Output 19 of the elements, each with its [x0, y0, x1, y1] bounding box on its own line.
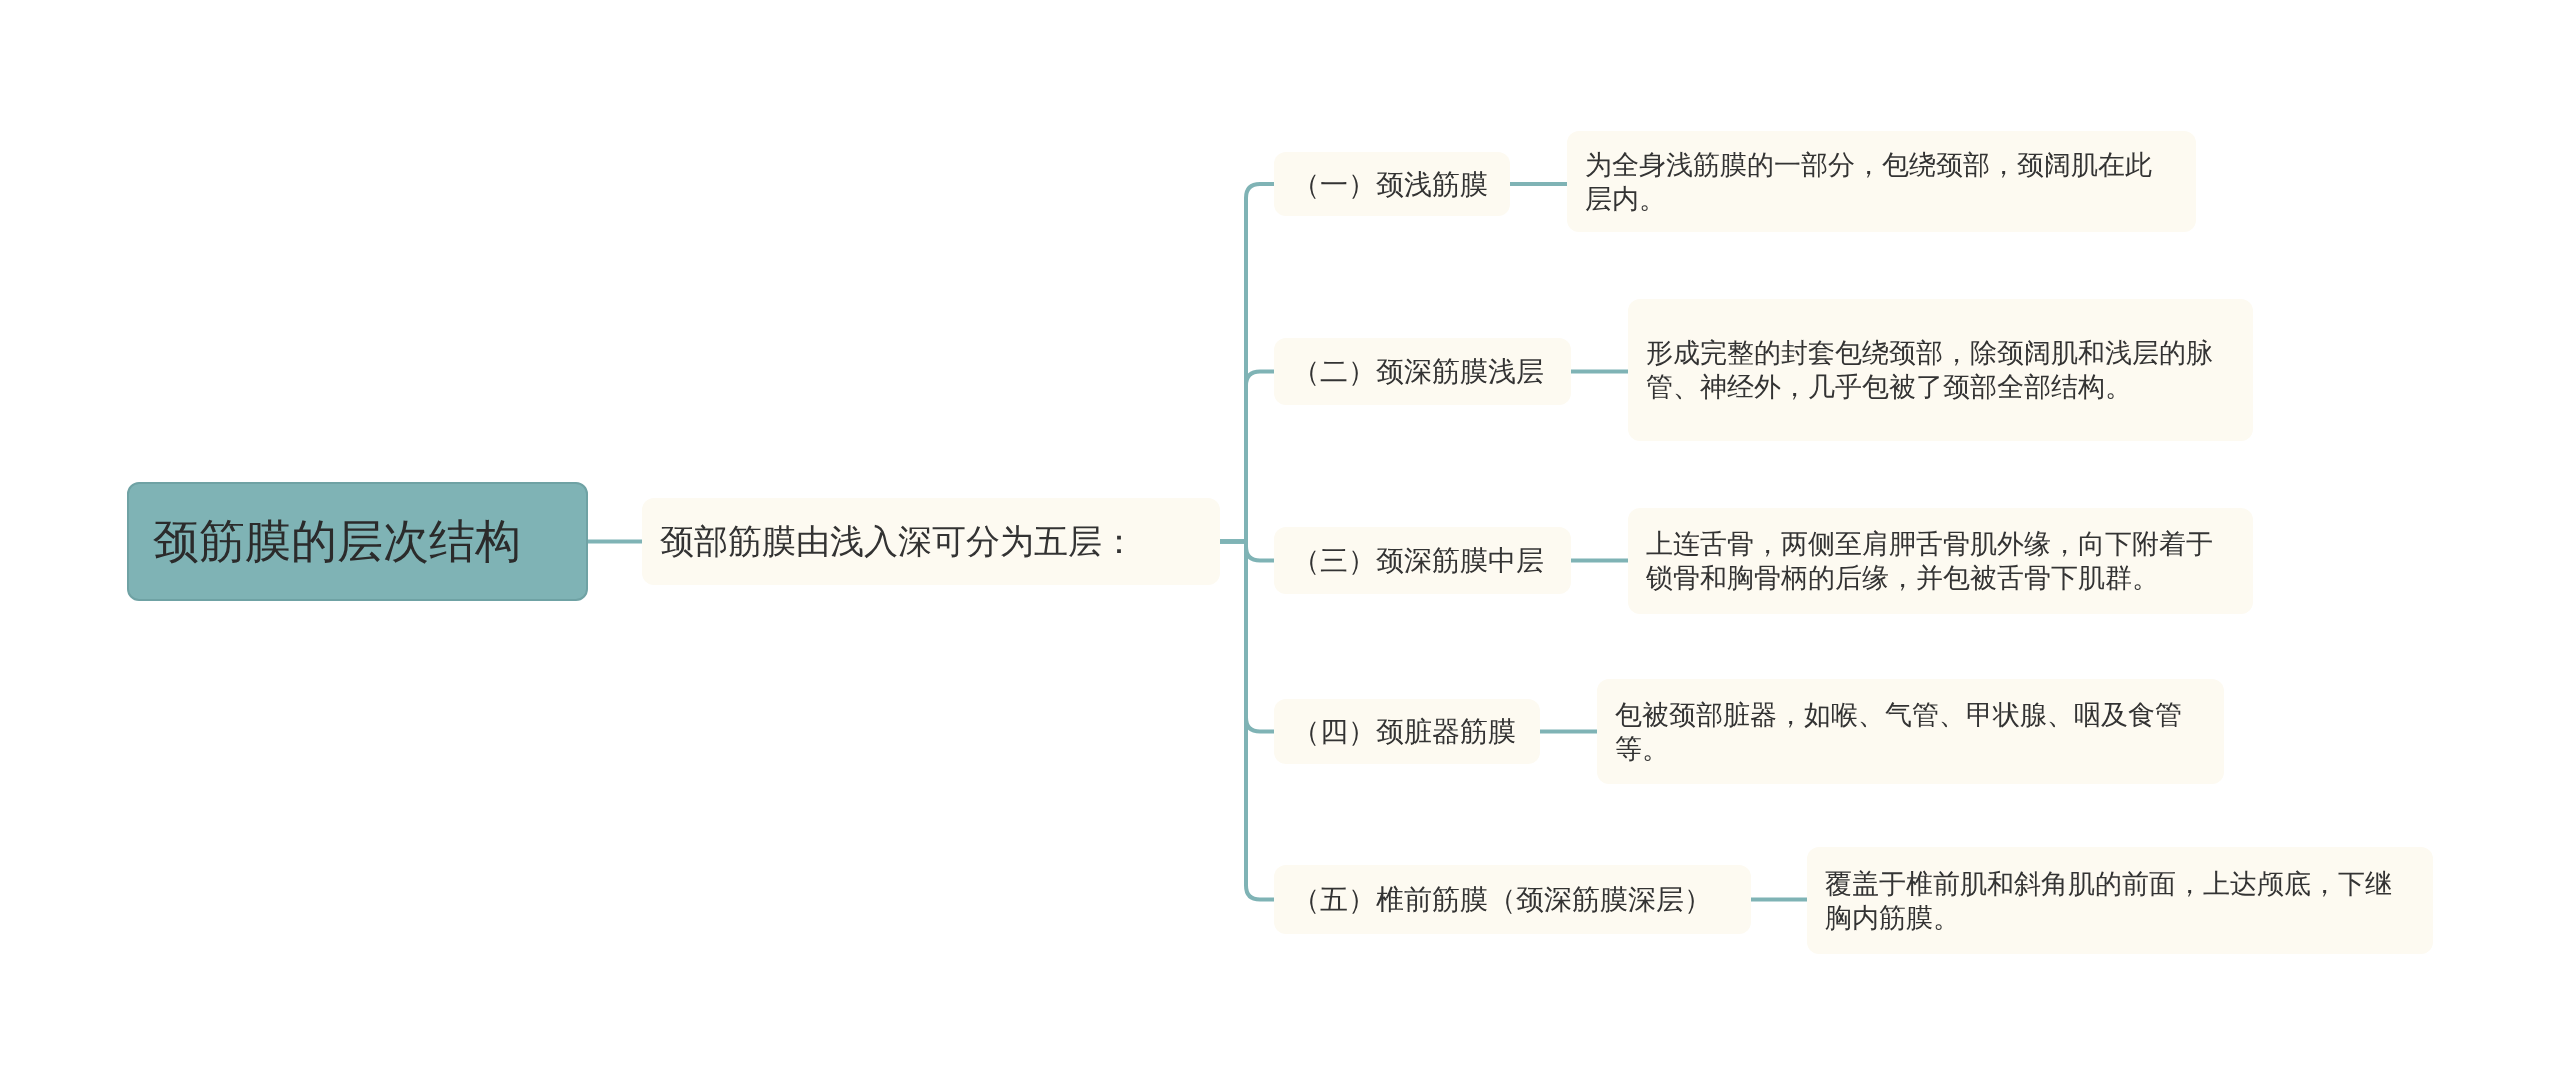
- branch-box: （四）颈脏器筋膜: [1274, 699, 1540, 764]
- description-box: 为全身浅筋膜的一部分，包绕颈部，颈阔肌在此层内。: [1567, 131, 2196, 232]
- branch-box: （一）颈浅筋膜: [1274, 152, 1510, 216]
- connector-line: [1571, 558, 1628, 563]
- root-topic-box: 颈筋膜的层次结构: [127, 482, 588, 601]
- connector-line: [588, 539, 642, 544]
- connector-line: [1510, 182, 1567, 186]
- branch-box: （三）颈深筋膜中层: [1274, 527, 1571, 594]
- description-box: 覆盖于椎前肌和斜角肌的前面，上达颅底，下继胸内筋膜。: [1807, 847, 2433, 954]
- connector-line: [1571, 369, 1628, 374]
- connector-line: [1540, 729, 1597, 734]
- connector-line: [1220, 539, 1274, 902]
- description-box: 形成完整的封套包绕颈部，除颈阔肌和浅层的脉管、神经外，几乎包被了颈部全部结构。: [1628, 299, 2253, 441]
- branch-box: （五）椎前筋膜（颈深筋膜深层）: [1274, 865, 1751, 934]
- description-box: 包被颈部脏器，如喉、气管、甲状腺、咽及食管等。: [1597, 679, 2224, 784]
- connector-line: [1751, 897, 1807, 902]
- description-box: 上连舌骨，两侧至肩胛舌骨肌外缘，向下附着于锁骨和胸骨柄的后缘，并包被舌骨下肌群。: [1628, 508, 2253, 614]
- branch-box: （二）颈深筋膜浅层: [1274, 338, 1571, 405]
- subtopic-box: 颈部筋膜由浅入深可分为五层：: [642, 498, 1220, 585]
